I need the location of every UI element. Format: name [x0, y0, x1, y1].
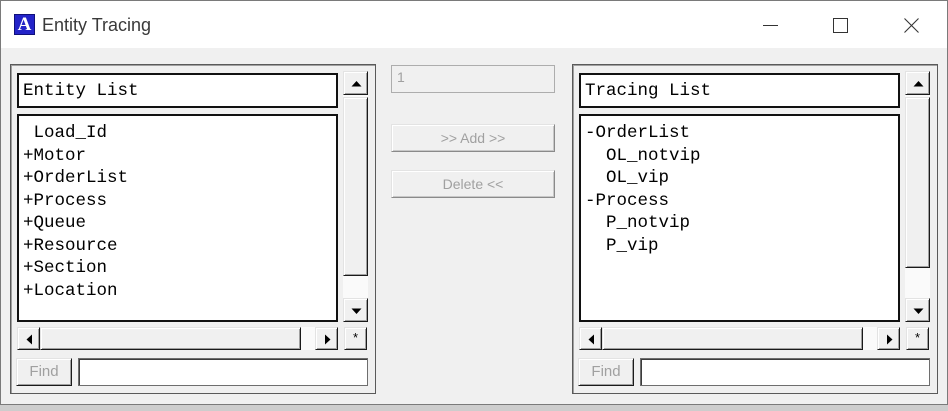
entity-list-item[interactable]: +OrderList: [23, 168, 129, 188]
scroll-right-button[interactable]: [877, 327, 900, 350]
scroll-right-button[interactable]: [315, 327, 338, 350]
tracing-list[interactable]: -OrderList OL_notvip OL_vip -Process P_n…: [579, 114, 900, 322]
arrow-right-icon: [887, 334, 893, 345]
count-field[interactable]: 1: [391, 65, 555, 93]
app-logo-icon: A: [14, 14, 35, 35]
arrow-down-icon: [351, 308, 362, 314]
close-button[interactable]: [888, 0, 934, 48]
entity-find-button[interactable]: Find: [16, 358, 72, 386]
app-logo-letter: A: [17, 14, 32, 35]
tracing-list-header: Tracing List: [579, 73, 900, 108]
arrow-left-icon: [588, 334, 594, 345]
background-strip: [0, 405, 948, 411]
entity-list-item[interactable]: Load_Id: [23, 123, 108, 143]
scroll-down-button[interactable]: [905, 298, 930, 322]
tracing-list-item[interactable]: -OrderList: [585, 123, 691, 143]
tracing-horizontal-scrollbar[interactable]: [579, 327, 900, 350]
minimize-button[interactable]: [747, 0, 793, 48]
tracing-list-item[interactable]: P_notvip: [585, 213, 691, 233]
tracing-panel: Tracing List -OrderList OL_notvip OL_vip…: [572, 64, 938, 394]
entity-list[interactable]: Load_Id +Motor +OrderList +Process +Queu…: [17, 114, 338, 322]
close-icon: [904, 18, 919, 33]
tracing-list-item[interactable]: OL_notvip: [585, 145, 701, 166]
scroll-up-button[interactable]: [905, 71, 930, 95]
entity-find-input[interactable]: [78, 358, 368, 386]
arrow-left-icon: [26, 334, 32, 345]
entity-list-header: Entity List: [17, 73, 338, 108]
tracing-list-item[interactable]: -Process: [585, 190, 670, 211]
entity-list-item[interactable]: +Location: [23, 280, 118, 301]
arrow-down-icon: [913, 308, 924, 314]
entity-list-item[interactable]: +Resource: [23, 235, 118, 256]
entity-vertical-scrollbar[interactable]: [343, 71, 368, 322]
tracing-list-item[interactable]: P_vip: [585, 235, 659, 256]
entity-list-item[interactable]: +Motor: [23, 145, 87, 166]
entity-horizontal-scrollbar[interactable]: [17, 327, 338, 350]
title-bar[interactable]: A Entity Tracing: [0, 0, 948, 48]
horizontal-scroll-thumb[interactable]: [602, 327, 863, 350]
entity-corner-button[interactable]: *: [344, 327, 367, 350]
delete-button[interactable]: Delete <<: [391, 170, 555, 198]
minimize-icon: [763, 25, 778, 26]
scroll-left-button[interactable]: [579, 327, 602, 350]
scroll-up-button[interactable]: [343, 71, 368, 95]
add-button[interactable]: >> Add >>: [391, 124, 555, 152]
maximize-icon: [833, 18, 848, 33]
tracing-find-input[interactable]: [640, 358, 930, 386]
vertical-scroll-thumb[interactable]: [905, 97, 930, 268]
vertical-scroll-thumb[interactable]: [343, 97, 368, 276]
entity-list-item[interactable]: +Queue: [23, 213, 87, 233]
scroll-down-button[interactable]: [343, 298, 368, 322]
maximize-button[interactable]: [817, 0, 863, 48]
entity-panel: Entity List Load_Id +Motor +OrderList +P…: [10, 64, 376, 394]
tracing-corner-button[interactable]: *: [906, 327, 929, 350]
entity-list-item[interactable]: +Process: [23, 190, 108, 211]
arrow-up-icon: [913, 81, 924, 87]
arrow-right-icon: [325, 334, 331, 345]
client-area: Entity List Load_Id +Motor +OrderList +P…: [0, 48, 948, 405]
scroll-left-button[interactable]: [17, 327, 40, 350]
arrow-up-icon: [351, 81, 362, 87]
tracing-find-button[interactable]: Find: [578, 358, 634, 386]
entity-list-item[interactable]: +Section: [23, 258, 108, 278]
window-title: Entity Tracing: [42, 15, 152, 35]
tracing-vertical-scrollbar[interactable]: [905, 71, 930, 322]
horizontal-scroll-thumb[interactable]: [40, 327, 301, 350]
tracing-list-item[interactable]: OL_vip: [585, 168, 670, 188]
